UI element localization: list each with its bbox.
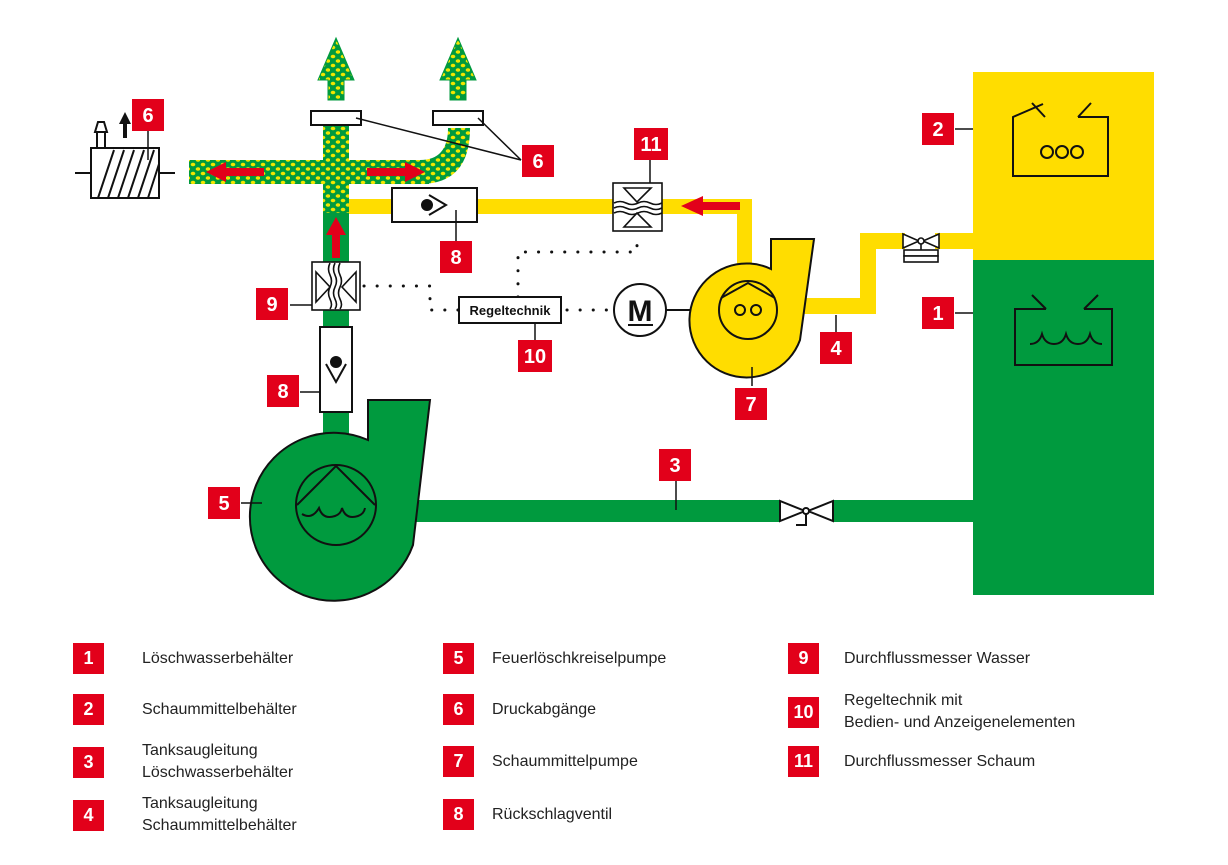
foam-valve-icon [902,232,940,263]
foam-tank [973,72,1154,260]
svg-text:4: 4 [830,338,842,360]
callout-line [355,117,522,161]
tag-6a: 6 [132,99,164,131]
svg-text:8: 8 [450,247,461,269]
svg-text:11: 11 [640,134,661,156]
tag-3: 3 [659,449,691,481]
foam-tank-symbol [1012,102,1109,177]
tag-6b: 6 [522,145,554,177]
flow-arrow-foam-left [681,196,740,216]
foam-mixture-pipe-vertical [323,125,349,213]
svg-text:10: 10 [524,346,546,368]
control-signal-lines [362,234,639,312]
svg-text:8: 8 [277,381,288,403]
up-arrow-icon [119,112,131,138]
svg-text:6: 6 [532,151,543,173]
check-valve-water-icon [319,326,353,413]
svg-text:6: 6 [142,105,153,127]
svg-text:3: 3 [669,455,680,477]
controller-box [458,296,562,324]
flow-arrow-up [326,217,346,258]
outlet-arrow-up-right [439,36,477,101]
tag-4: 4 [820,332,852,364]
tag-7: 7 [735,388,767,420]
motor-label: M [628,295,653,328]
foam-suction-pipe [795,233,905,314]
water-pump-icon [248,399,432,602]
callout-line [477,117,522,161]
controller-label: Regeltechnik [470,303,552,318]
foam-pressure-pipe-riser [737,199,752,269]
svg-text:7: 7 [745,394,756,416]
check-valve-foam-icon [391,187,478,223]
foam-suction-pipe-segment [935,233,975,249]
tag-11: 11 [634,128,668,160]
tag-9: 9 [256,288,288,320]
svg-text:5: 5 [218,493,229,515]
tag-5: 5 [208,487,240,519]
callout-tags: 2 1 3 4 5 6 6 7 8 8 9 10 11 [132,99,954,519]
svg-text:1: 1 [932,303,943,325]
svg-text:2: 2 [932,119,943,141]
flowmeter-foam-icon [612,182,663,232]
flow-arrows [206,162,740,258]
outlet-arrow-up-left [317,36,355,101]
water-valve-icon [779,499,834,526]
tag-2: 2 [922,113,954,145]
svg-text:9: 9 [266,294,277,316]
tag-8a: 8 [440,241,472,273]
water-tank-symbol [1014,294,1113,366]
tag-1: 1 [922,297,954,329]
tag-8b: 8 [267,375,299,407]
pressure-outlet-icon [310,110,484,126]
water-suction-pipe [410,500,780,522]
water-tank [973,260,1154,595]
flow-arrow-left [206,162,264,182]
water-pump-inner [295,464,377,546]
water-suction-pipe-segment [834,500,974,522]
flowmeter-water-icon [311,261,361,311]
foam-pump-inner [718,280,778,340]
foam-mixture-pipe-bend [420,128,470,184]
flow-arrow-right [367,162,425,182]
tag-10: 10 [518,340,552,372]
